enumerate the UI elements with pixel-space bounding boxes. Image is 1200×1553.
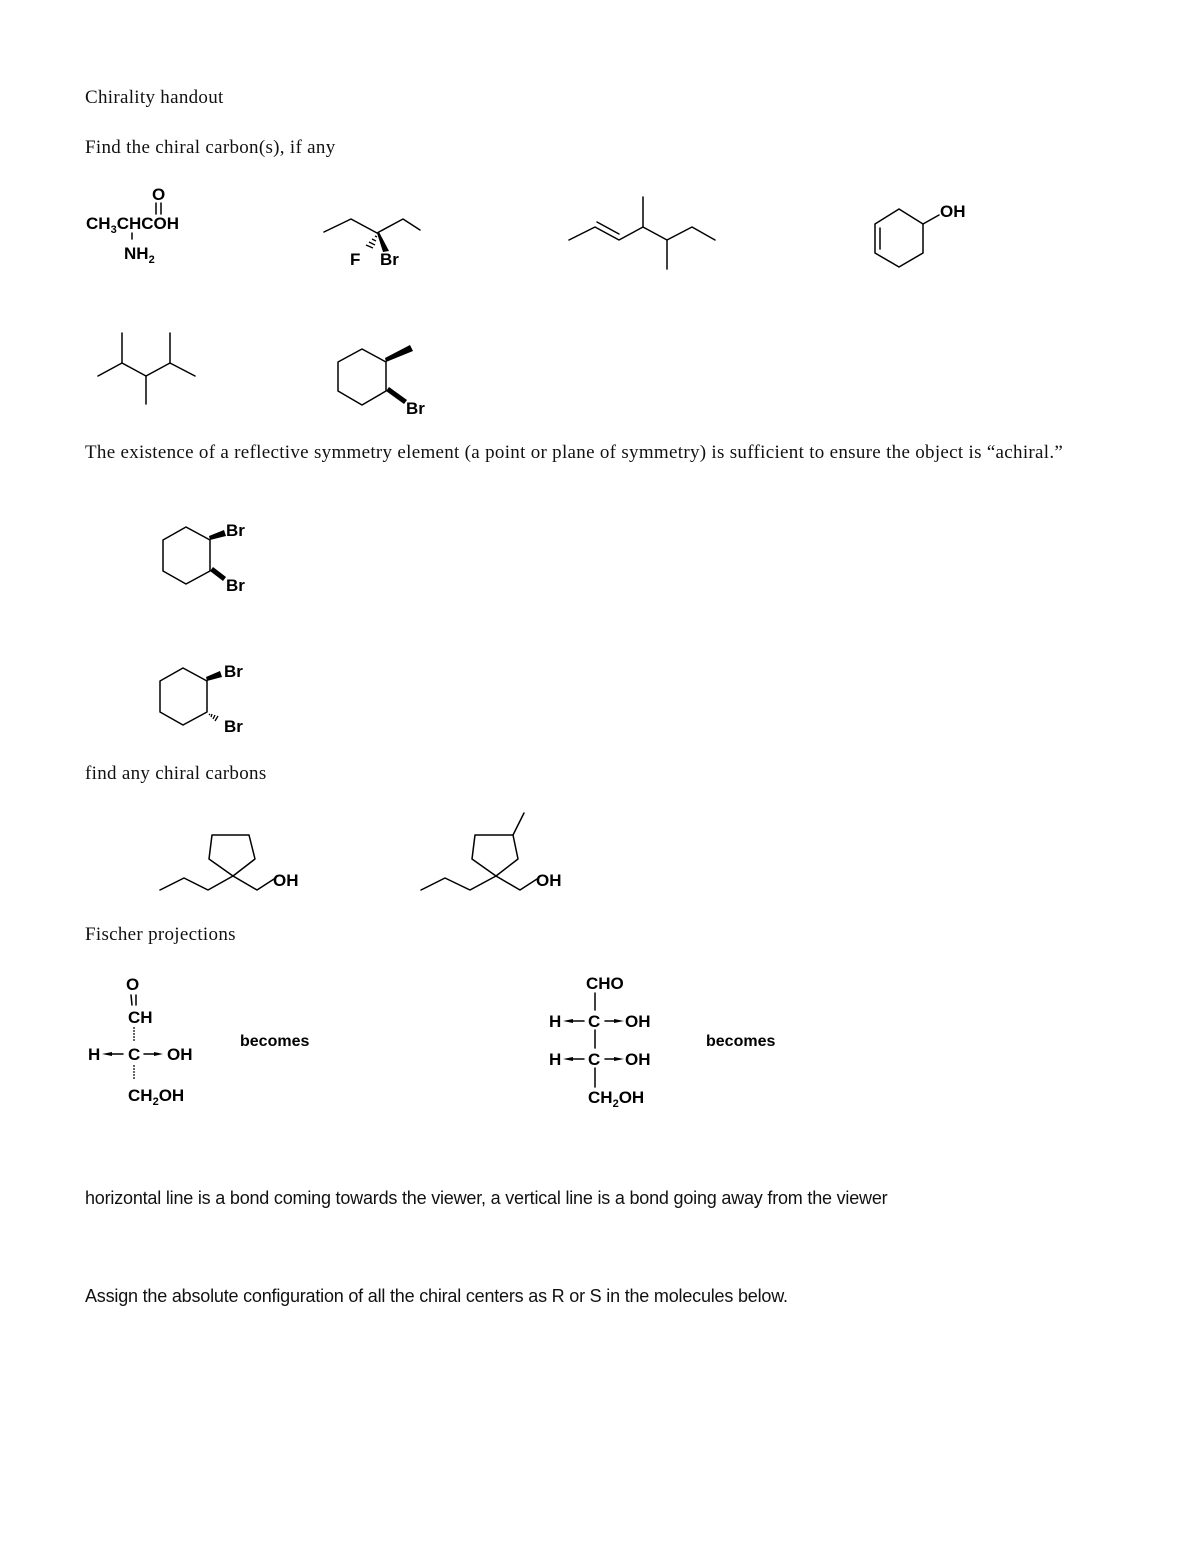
hashed-bond-bottom — [133, 1065, 135, 1079]
hydroxyl-label: OH — [273, 871, 299, 890]
molecule-trimethylpentane — [97, 332, 196, 405]
carbonyl-oxygen: O — [152, 185, 165, 204]
hydrogen-label: H — [88, 1045, 100, 1064]
hydroxyl-label: OH — [536, 871, 562, 890]
amine-group: NH2 — [124, 244, 155, 266]
fischer-glyceraldehyde: O CH H C OH CH2OH — [88, 975, 193, 1108]
hydroxyl-label: OH — [167, 1045, 193, 1064]
hydroxyl-label: OH — [940, 202, 966, 221]
alanine-formula: CH3CHCOH — [86, 214, 179, 236]
svg-text:becomes: becomes — [240, 1033, 309, 1050]
hydroxyl-label-2: OH — [625, 1050, 651, 1069]
carbon-label: C — [128, 1045, 140, 1064]
becomes-label-right: becomes — [706, 1033, 775, 1050]
bromine-label-top: Br — [226, 521, 245, 540]
page-title: Chirality handout — [85, 87, 224, 108]
aldehyde-label: CHO — [586, 974, 624, 993]
carbon-label-2: C — [588, 1050, 600, 1069]
bromine-label: Br — [380, 250, 399, 269]
assign-configuration-instruction: Assign the absolute configuration of all… — [85, 1286, 788, 1306]
hydroxyl-label-1: OH — [625, 1012, 651, 1031]
svg-text:becomes: becomes — [706, 1033, 775, 1050]
carbon-label-1: C — [588, 1012, 600, 1031]
bromine-label: Br — [406, 399, 425, 418]
molecule-bromofluoropentane: F Br — [323, 218, 421, 269]
molecule-bromomethylcyclohexane: Br — [337, 345, 425, 418]
aldehyde-ch: CH — [128, 1008, 153, 1027]
fischer-convention-note: horizontal line is a bond coming towards… — [85, 1188, 888, 1208]
molecule-trans-dibromocyclohexane: Br Br — [159, 662, 243, 736]
carbonyl-oxygen: O — [126, 975, 139, 994]
molecule-methylpropylcyclopentylmethanol: OH — [420, 812, 562, 891]
molecule-cis-dibromocyclohexane: Br Br — [162, 521, 245, 595]
molecule-cyclohexenol: OH — [874, 202, 966, 268]
bromine-label-top: Br — [224, 662, 243, 681]
fluorine-label: F — [350, 250, 360, 269]
fischer-erythrose: CHO H C OH H C OH CH2OH — [549, 974, 651, 1110]
bromine-label-bottom: Br — [224, 717, 243, 736]
symmetry-paragraph: The existence of a reflective symmetry e… — [85, 442, 1064, 463]
section-heading-find-any: find any chiral carbons — [85, 763, 267, 784]
molecule-propylcyclopentylmethanol: OH — [159, 834, 299, 891]
hydroxymethyl-label: CH2OH — [128, 1086, 184, 1108]
hashed-bond-top — [133, 1027, 135, 1041]
molecule-alanine: CH3CHCOH O NH2 — [86, 185, 179, 266]
hydrogen-label-2: H — [549, 1050, 561, 1069]
becomes-label-left: becomes — [240, 1033, 309, 1050]
section-heading-fischer: Fischer projections — [85, 924, 236, 945]
hydroxymethyl-label: CH2OH — [588, 1088, 644, 1110]
molecule-dimethylheptene — [568, 196, 716, 270]
bromine-label-bottom: Br — [226, 576, 245, 595]
hydrogen-label-1: H — [549, 1012, 561, 1031]
section-heading-find-chiral: Find the chiral carbon(s), if any — [85, 137, 336, 158]
